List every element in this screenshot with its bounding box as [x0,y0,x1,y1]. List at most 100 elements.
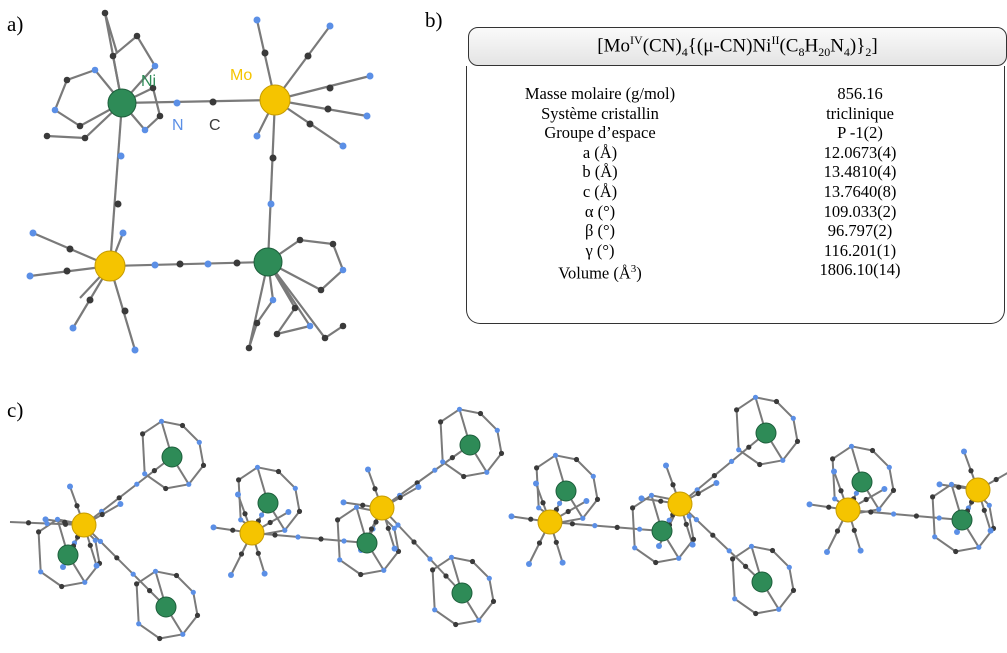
ni-atom [555,480,577,502]
property-name: α (°) [584,201,616,221]
atom [683,521,689,527]
atom [686,513,692,519]
bond [439,421,444,462]
atom [443,573,449,579]
atom [54,516,61,522]
bond [792,418,799,442]
bond [735,409,740,450]
atom [583,498,590,504]
bond [381,507,463,594]
bond [655,557,679,564]
atom [769,547,776,554]
atom [863,496,869,503]
atom [25,520,32,526]
atom [729,458,735,464]
atom [353,504,360,510]
atom [857,547,864,554]
backbone-bonds [29,12,371,351]
bond [988,505,995,529]
atom [658,498,664,504]
atom [734,407,740,413]
atom [391,525,397,531]
bond [888,467,895,491]
atom [987,527,994,534]
atom [285,509,292,515]
atom [259,512,265,518]
mo-atom [537,509,563,535]
atom [430,567,436,573]
atom [580,515,586,521]
atom [341,538,347,544]
property-name: c (Å) [582,181,618,201]
atom [186,481,192,487]
atom [732,596,738,602]
atom [74,503,80,509]
atom [752,394,759,400]
atom [743,563,749,569]
atom [372,486,378,492]
bond [496,430,503,454]
atom [559,559,566,566]
atom [557,500,563,506]
atom [533,480,539,487]
atom [238,517,244,523]
atom [981,507,987,513]
atom [528,516,534,522]
bond [393,528,400,552]
bond [257,466,279,473]
atom [948,481,955,487]
atom [648,492,655,498]
bond [555,454,577,461]
atom [200,462,207,468]
bond [755,608,779,615]
atom [956,484,962,490]
mo-atom [369,495,395,521]
property-value: 12.0673(4) [823,142,897,162]
ni-atom [57,544,79,566]
atom [753,610,759,617]
panel-label-b: b) [425,8,443,32]
atom [831,468,837,475]
ni-atom-bottom-right [253,247,283,277]
bond [165,483,189,490]
atom [806,501,813,508]
bond [337,506,358,521]
bond [851,445,873,452]
ni-atom [755,422,777,444]
atom [59,583,65,590]
bond [284,510,301,531]
panel-label-c: c) [7,398,24,422]
atom [163,485,169,492]
atom [834,528,841,534]
bond [463,471,487,478]
atom [427,556,433,562]
atom [411,539,417,545]
atom [826,504,832,510]
atom [786,564,792,570]
atom [358,571,364,578]
property-value: 109.033(2) [823,201,897,221]
atom [653,559,659,566]
atom [486,575,492,581]
bond [383,550,400,571]
atom [196,439,202,445]
bond [83,456,173,526]
atom [632,545,638,551]
bond [782,440,799,461]
bond [788,567,795,591]
atom [666,517,672,523]
property-name: Masse molaire (g/mol) [524,84,676,103]
atom [726,548,732,554]
bond [182,614,199,635]
atom [710,532,716,538]
bond [198,442,205,466]
bridge-atoms [114,98,277,269]
atom [295,534,301,540]
atom [157,635,163,642]
atom [746,444,752,450]
bond [175,574,195,594]
bond [582,498,599,519]
property-name: a (Å) [582,142,618,162]
